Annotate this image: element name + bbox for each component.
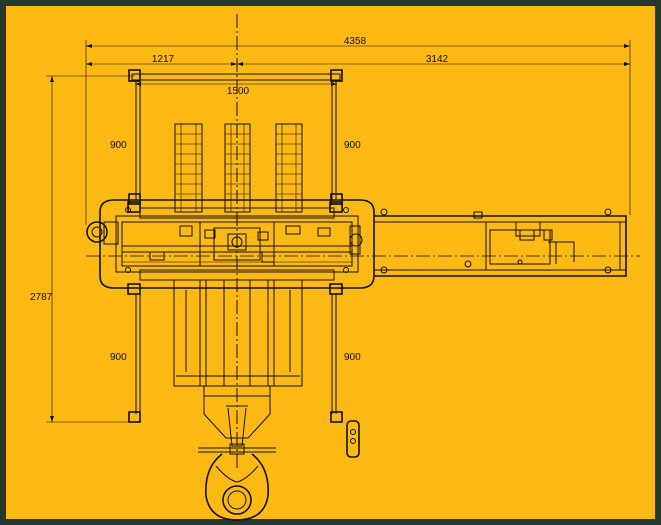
infeed-lanes: [173, 279, 303, 387]
control-pendant: [346, 420, 360, 458]
bottom-right-depth-label: 900: [344, 352, 361, 363]
overall-depth-label: 2787: [30, 292, 53, 303]
dimension-split-width: 1217 3142: [86, 54, 630, 68]
right-width-label: 3142: [426, 54, 449, 65]
left-width-label: 1217: [152, 54, 175, 65]
center-width-label: 1500: [227, 86, 250, 97]
dimension-center-width: 1500: [135, 82, 337, 97]
top-right-depth-label: 900: [344, 140, 361, 151]
operator-seat: [205, 453, 269, 521]
overall-width-label: 4358: [344, 36, 367, 47]
top-left-depth-label: 900: [110, 140, 127, 151]
outfeed-conveyor: [374, 208, 627, 277]
dimension-overall-width: 4358: [85, 36, 631, 225]
bottom-safety-rails: 900 900: [110, 294, 361, 423]
top-safety-rails: 900 900: [110, 69, 361, 205]
bottom-left-depth-label: 900: [110, 352, 127, 363]
upper-conveyors: [174, 123, 303, 213]
hopper-funnel: [198, 385, 276, 455]
dimension-overall-depth: 2787: [30, 75, 135, 423]
